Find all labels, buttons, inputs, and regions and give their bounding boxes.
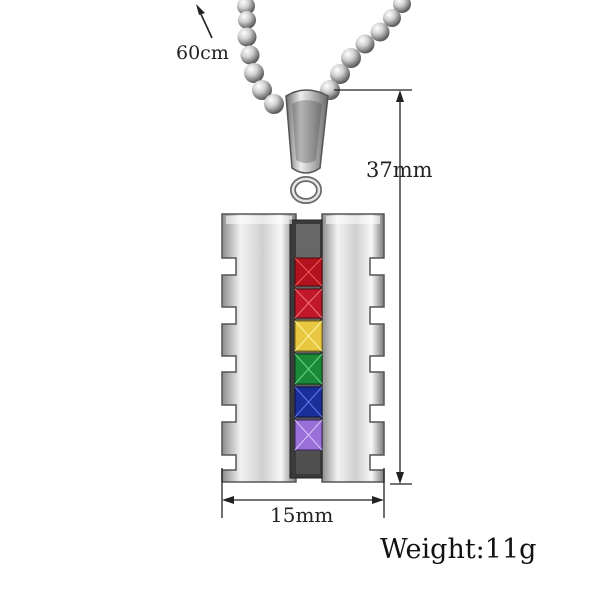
width-dimension xyxy=(221,468,385,518)
pendant-bail xyxy=(285,89,329,204)
height-dimension xyxy=(334,89,412,485)
yellow-gem xyxy=(294,320,323,352)
red-gem xyxy=(294,257,323,287)
ball-chain-left xyxy=(237,0,284,114)
green-gem xyxy=(294,353,323,385)
pendant-height-label: 37mm xyxy=(366,158,433,182)
ball-chain-right xyxy=(320,0,411,100)
chain-length-label: 60cm xyxy=(176,42,229,64)
crimson-gem xyxy=(294,288,323,319)
chain-length-arrow xyxy=(196,4,213,39)
purple-gem xyxy=(294,419,323,451)
blue-gem xyxy=(294,386,323,418)
weight-label: Weight:11g xyxy=(380,534,537,565)
gemstone-column xyxy=(294,257,323,451)
pendant-width-label: 15mm xyxy=(270,503,334,527)
